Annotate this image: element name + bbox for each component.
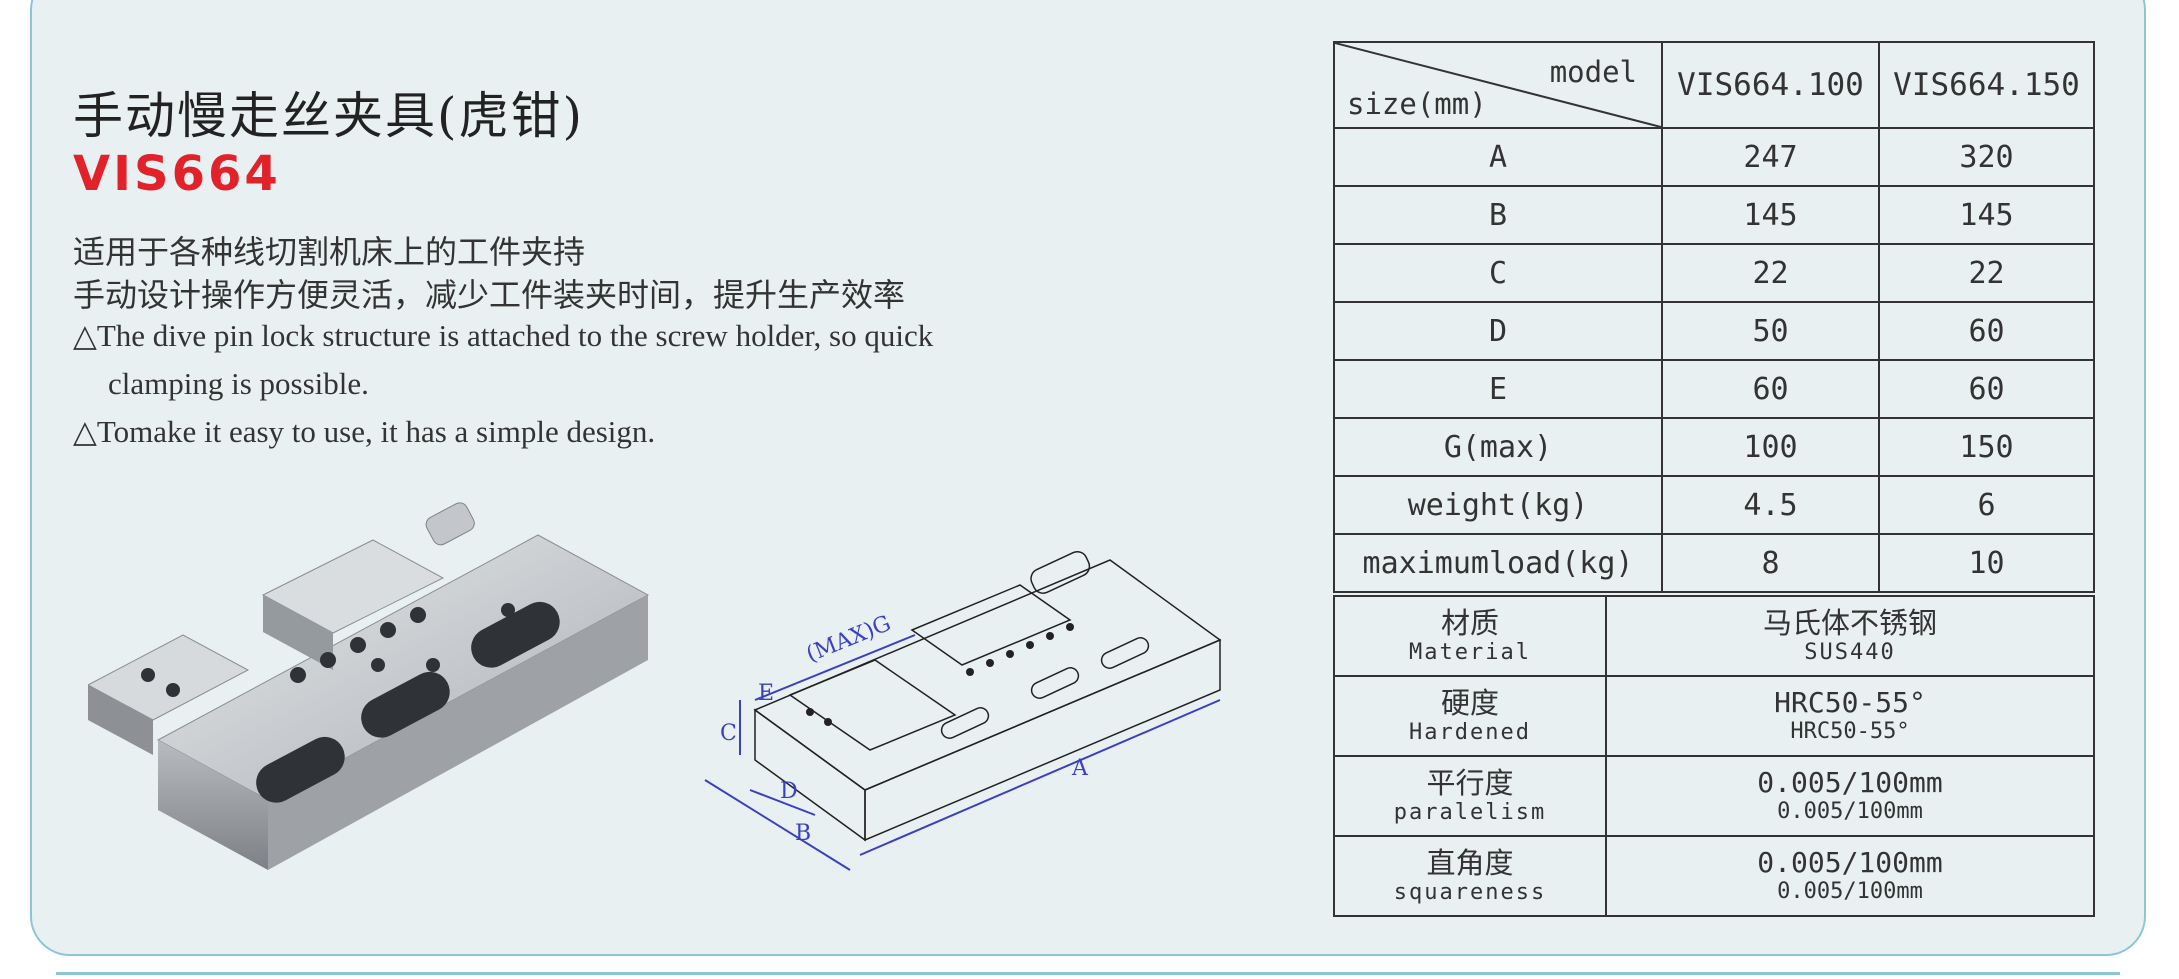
bottom-divider (56, 972, 2120, 975)
property-value-main: 0.005/100mm (1757, 846, 1943, 880)
row-label: weight(kg) (1333, 475, 1663, 535)
row-value-100: 4.5 (1661, 475, 1880, 535)
property-label-en: paralelism (1393, 800, 1547, 826)
row-label: C (1333, 243, 1663, 303)
property-value-main: HRC50-55° (1774, 686, 1926, 720)
desc-en-line1-cont: clamping is possible. (108, 366, 369, 401)
row-value-100: 22 (1661, 243, 1880, 303)
dim-label-d: D (780, 779, 798, 804)
header-model-label: model (1549, 55, 1637, 89)
row-value-150: 60 (1878, 301, 2095, 361)
property-value: 0.005/100mm 0.005/100mm (1605, 755, 2095, 837)
row-label: maximumload(kg) (1333, 533, 1663, 593)
dim-label-g: (MAX)G (803, 611, 895, 667)
header-col-vis664-100: VIS664.100 (1661, 41, 1880, 129)
table-row: C 22 22 (1333, 243, 2095, 303)
row-value-150: 22 (1878, 243, 2095, 303)
row-value-150: 6 (1878, 475, 2095, 535)
property-value-sub: 0.005/100mm (1777, 879, 1923, 905)
property-value-sub: 0.005/100mm (1777, 799, 1923, 825)
vise-photo (88, 502, 650, 870)
table-row: D 50 60 (1333, 301, 2095, 361)
property-label-cn: 平行度 (1426, 765, 1514, 800)
desc-en-line1: △The dive pin lock structure is attached… (73, 318, 934, 353)
property-value-main: 马氏体不锈钢 (1762, 605, 1937, 640)
property-value: 马氏体不锈钢 SUS440 (1605, 595, 2095, 677)
dim-label-c: C (720, 721, 737, 746)
property-table: 材质 Material 马氏体不锈钢 SUS440 硬度 Hardened HR… (1333, 595, 2095, 917)
vise-dimension-drawing: A B C D E (MAX)G (704, 550, 1222, 871)
property-label-en: Hardened (1409, 720, 1531, 746)
table-row: B 145 145 (1333, 185, 2095, 245)
desc-cn-line2: 手动设计操作方便灵活，减少工件装夹时间，提升生产效率 (73, 276, 906, 314)
property-value-sub: HRC50-55° (1790, 719, 1910, 745)
row-value-100: 100 (1661, 417, 1880, 477)
property-label: 硬度 Hardened (1333, 675, 1607, 757)
dim-label-b: B (795, 821, 811, 846)
table-row: G(max) 100 150 (1333, 417, 2095, 477)
property-label-en: squareness (1393, 880, 1547, 906)
table-row: 直角度 squareness 0.005/100mm 0.005/100mm (1333, 835, 2095, 917)
row-label: D (1333, 301, 1663, 361)
spec-table: model size(mm) VIS664.100 VIS664.150 A 2… (1333, 41, 2095, 593)
row-label: A (1333, 127, 1663, 187)
header-col-vis664-150: VIS664.150 (1878, 41, 2095, 129)
property-value: HRC50-55° HRC50-55° (1605, 675, 2095, 757)
property-value: 0.005/100mm 0.005/100mm (1605, 835, 2095, 917)
dim-label-e: E (758, 681, 774, 706)
table-row: E 60 60 (1333, 359, 2095, 419)
spec-table-header: model size(mm) VIS664.100 VIS664.150 (1333, 41, 2095, 129)
property-value-sub: SUS440 (1804, 640, 1896, 666)
diagonal-line (1335, 43, 1661, 127)
row-value-150: 10 (1878, 533, 2095, 593)
property-label-cn: 直角度 (1426, 845, 1514, 880)
row-value-100: 50 (1661, 301, 1880, 361)
table-row: weight(kg) 4.5 6 (1333, 475, 2095, 535)
row-label: G(max) (1333, 417, 1663, 477)
row-value-150: 320 (1878, 127, 2095, 187)
property-label-cn: 硬度 (1440, 685, 1499, 720)
row-value-100: 145 (1661, 185, 1880, 245)
property-label-cn: 材质 (1440, 605, 1499, 640)
spec-header-diagonal: model size(mm) (1333, 41, 1663, 129)
table-row: A 247 320 (1333, 127, 2095, 187)
property-label: 材质 Material (1333, 595, 1607, 677)
dim-label-a: A (1071, 756, 1089, 781)
row-value-100: 60 (1661, 359, 1880, 419)
row-value-150: 60 (1878, 359, 2095, 419)
table-row: 平行度 paralelism 0.005/100mm 0.005/100mm (1333, 755, 2095, 837)
desc-en-line2: △Tomake it easy to use, it has a simple … (73, 414, 656, 449)
table-row: 材质 Material 马氏体不锈钢 SUS440 (1333, 595, 2095, 677)
row-value-150: 150 (1878, 417, 2095, 477)
table-row: maximumload(kg) 8 10 (1333, 533, 2095, 593)
row-value-100: 8 (1661, 533, 1880, 593)
row-label: E (1333, 359, 1663, 419)
model-number: VIS664 (73, 146, 281, 202)
header-size-label: size(mm) (1347, 87, 1487, 121)
property-label-en: Material (1409, 640, 1531, 666)
product-title: 手动慢走丝夹具(虎钳) (73, 87, 585, 145)
desc-cn-line1: 适用于各种线切割机床上的工件夹持 (73, 233, 586, 271)
row-label: B (1333, 185, 1663, 245)
property-value-main: 0.005/100mm (1757, 766, 1943, 800)
row-value-150: 145 (1878, 185, 2095, 245)
property-label: 平行度 paralelism (1333, 755, 1607, 837)
row-value-100: 247 (1661, 127, 1880, 187)
property-label: 直角度 squareness (1333, 835, 1607, 917)
table-row: 硬度 Hardened HRC50-55° HRC50-55° (1333, 675, 2095, 757)
